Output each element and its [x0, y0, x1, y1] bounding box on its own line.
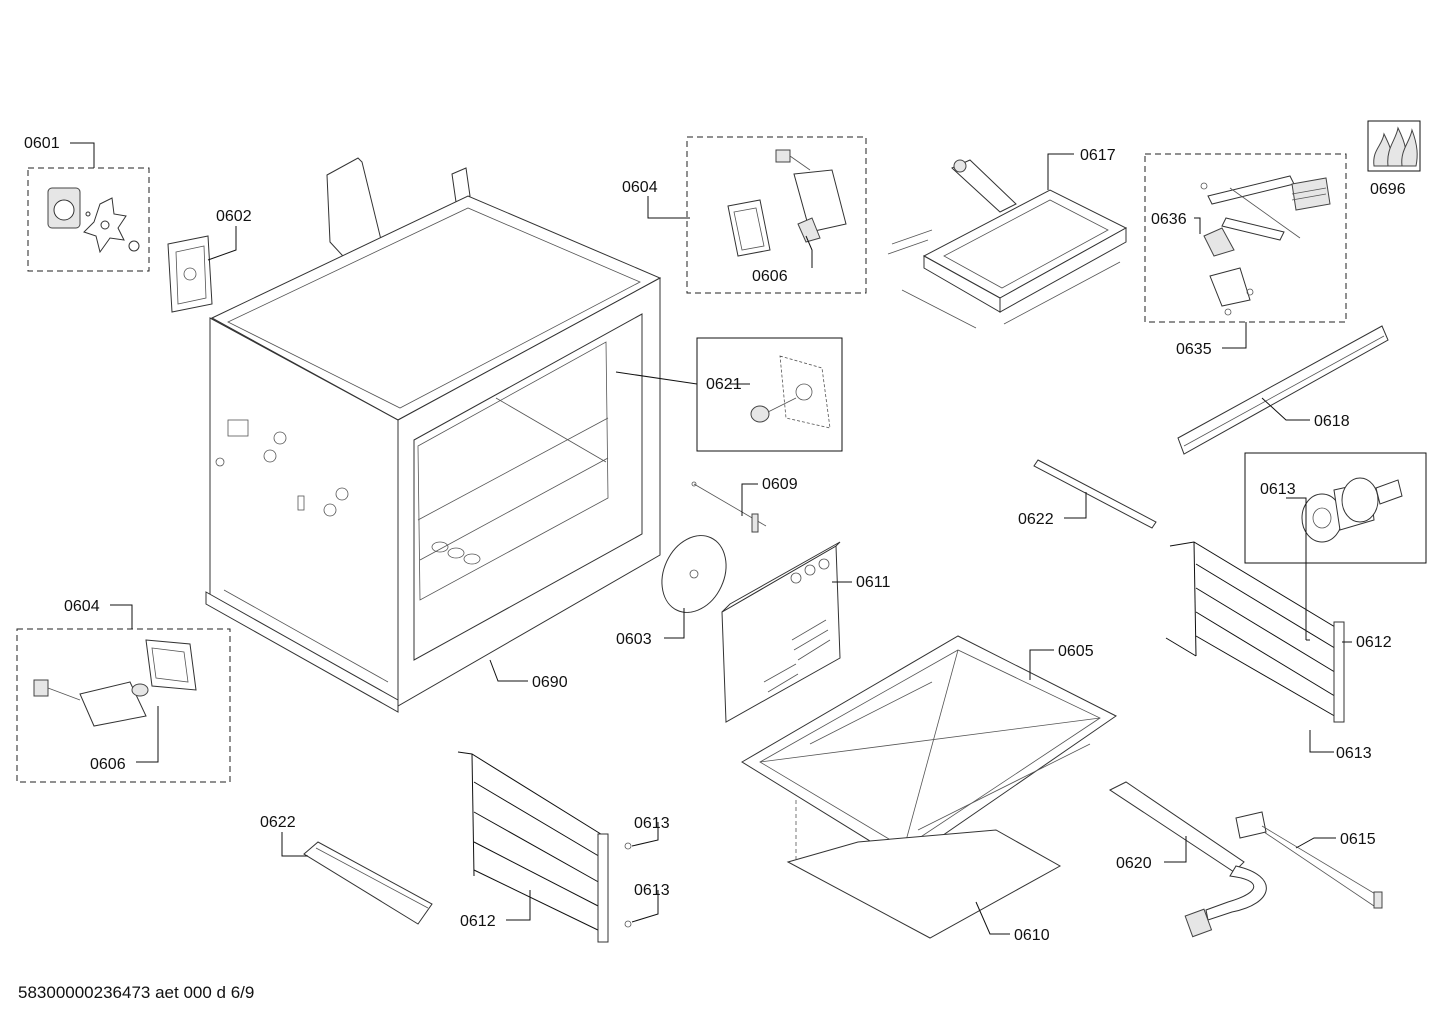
side-rail-part — [1177, 325, 1389, 455]
label-0612-left: 0612 — [460, 913, 496, 930]
label-0611: 0611 — [856, 574, 891, 591]
fan-cover-plate-part — [167, 235, 213, 313]
side-insulation-panel-part — [721, 541, 841, 723]
label-0602: 0602 — [216, 208, 252, 225]
document-footer: 58300000236473 aet 000 d 6/9 — [18, 983, 254, 1002]
trim-strip-right-part — [1033, 459, 1157, 529]
label-0601: 0601 — [24, 135, 60, 152]
label-0617: 0617 — [1080, 147, 1116, 164]
lamp-housing-top-part — [727, 149, 847, 257]
oven-rack-left-part — [457, 751, 632, 943]
label-0609: 0609 — [762, 476, 798, 493]
label-0615: 0615 — [1340, 831, 1376, 848]
top-heater-housing-part — [887, 159, 1128, 329]
label-0613-box: 0613 — [1260, 481, 1296, 498]
gas-valve-assembly-part — [1200, 175, 1331, 316]
label-0622-right: 0622 — [1018, 511, 1054, 528]
burner-tube-part — [1109, 781, 1267, 938]
label-0696: 0696 — [1370, 181, 1406, 198]
label-0613-a: 0613 — [634, 815, 670, 832]
label-0606-top: 0606 — [752, 268, 788, 285]
label-0604-left: 0604 — [64, 598, 100, 615]
label-0690: 0690 — [532, 674, 568, 691]
leader-lines — [70, 142, 1352, 935]
oven-bottom-tray-part — [741, 635, 1117, 863]
floor-heat-shield-part — [786, 800, 1062, 939]
round-baffle-part — [661, 535, 727, 613]
trim-strip-left-part — [303, 841, 433, 925]
fan-motor-part — [47, 187, 140, 254]
label-0618: 0618 — [1314, 413, 1350, 430]
temperature-sensor-part — [691, 481, 767, 533]
oven-rack-right-part — [1165, 541, 1345, 723]
gas-flame-icon — [1373, 126, 1418, 167]
label-0620: 0620 — [1116, 855, 1152, 872]
mounting-bolt-part — [1301, 477, 1403, 543]
label-0606-left: 0606 — [90, 756, 126, 773]
label-0613-right: 0613 — [1336, 745, 1372, 762]
group-box-0636 — [1144, 153, 1347, 323]
label-0604-top: 0604 — [622, 179, 658, 196]
group-box-0604-top — [686, 136, 867, 294]
label-0622-left: 0622 — [260, 814, 296, 831]
label-0603: 0603 — [616, 631, 652, 648]
label-0612-right: 0612 — [1356, 634, 1392, 651]
group-box-0604-left — [16, 628, 231, 783]
igniter-part — [1235, 811, 1383, 909]
lamp-housing-left-part — [33, 639, 197, 727]
label-0610: 0610 — [1014, 927, 1050, 944]
group-box-0601 — [27, 167, 150, 272]
label-0605: 0605 — [1058, 643, 1094, 660]
label-0635: 0635 — [1176, 341, 1212, 358]
sensor-plate-part — [750, 355, 831, 429]
label-0613-b: 0613 — [634, 882, 670, 899]
label-0621: 0621 — [706, 376, 742, 393]
detail-box-0621 — [696, 337, 843, 452]
part-labels: 0601 0602 0604 0606 0617 0636 0635 0696 … — [24, 135, 1406, 944]
label-0636: 0636 — [1151, 211, 1187, 228]
oven-frame-part — [205, 157, 662, 713]
